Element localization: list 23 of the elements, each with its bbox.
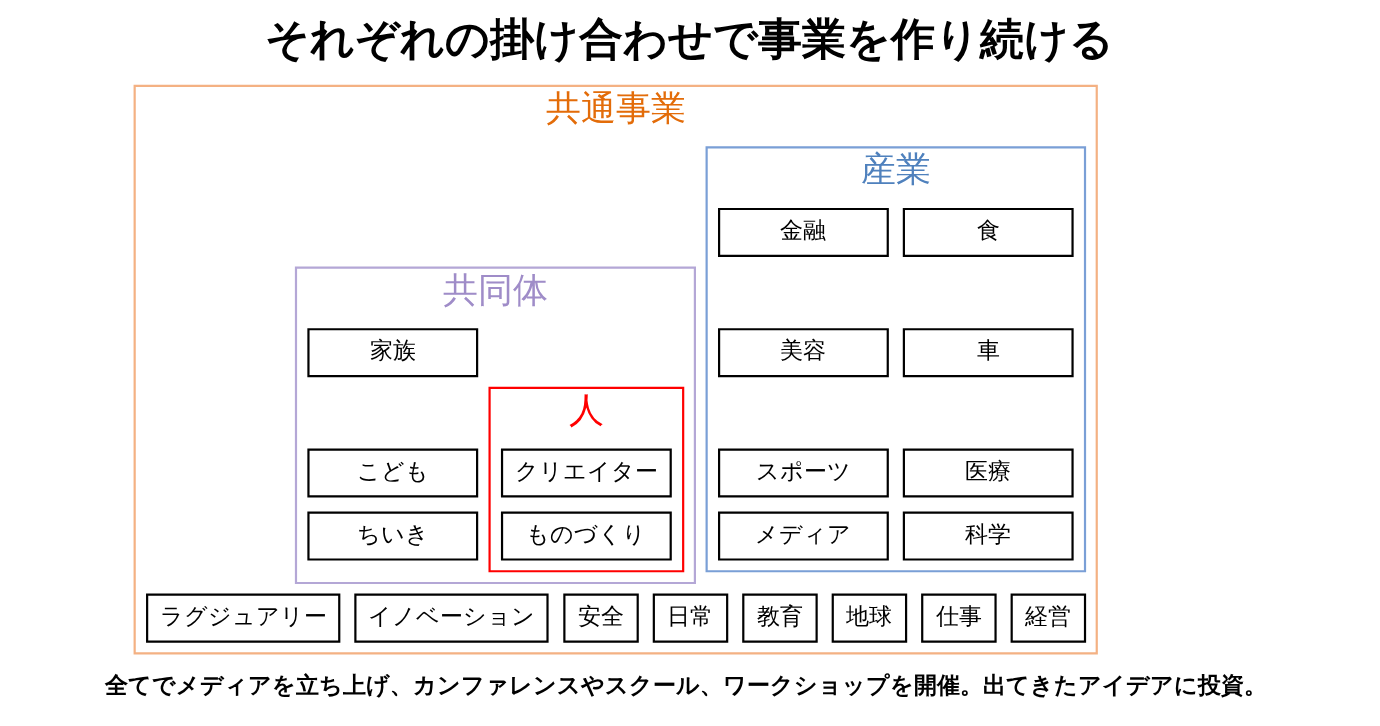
node-box: 教育 xyxy=(741,593,818,643)
node-box: イノベーション xyxy=(353,593,549,643)
node-box: 食 xyxy=(902,207,1074,258)
node-box: 金融 xyxy=(717,207,889,258)
node-box: メディア xyxy=(717,511,889,561)
node-box: 車 xyxy=(902,328,1074,378)
node-box: 美容 xyxy=(717,328,889,378)
node-box: 家族 xyxy=(306,328,478,378)
node-box: クリエイター xyxy=(500,448,672,498)
node-box: スポーツ xyxy=(717,448,889,498)
node-box: 医療 xyxy=(902,448,1074,498)
node-box: 日常 xyxy=(652,593,728,643)
node-box: 科学 xyxy=(902,511,1074,561)
node-box: 仕事 xyxy=(920,593,997,643)
node-box: こども xyxy=(306,448,478,498)
node-box: 安全 xyxy=(562,593,639,643)
caption: 全てでメディアを立ち上げ、カンファレンスやスクール、ワークショップを開催。出てきたアイデアに投資。 xyxy=(104,670,1267,699)
node-box: 経営 xyxy=(1010,593,1086,643)
diagram-title: それぞれの掛け合わせで事業を作り続ける xyxy=(264,12,1114,64)
node-box: ちいき xyxy=(306,511,478,561)
node-box: ものづくり xyxy=(500,511,672,561)
node-box: 地球 xyxy=(831,593,907,643)
node-box: ラグジュアリー xyxy=(145,593,340,643)
